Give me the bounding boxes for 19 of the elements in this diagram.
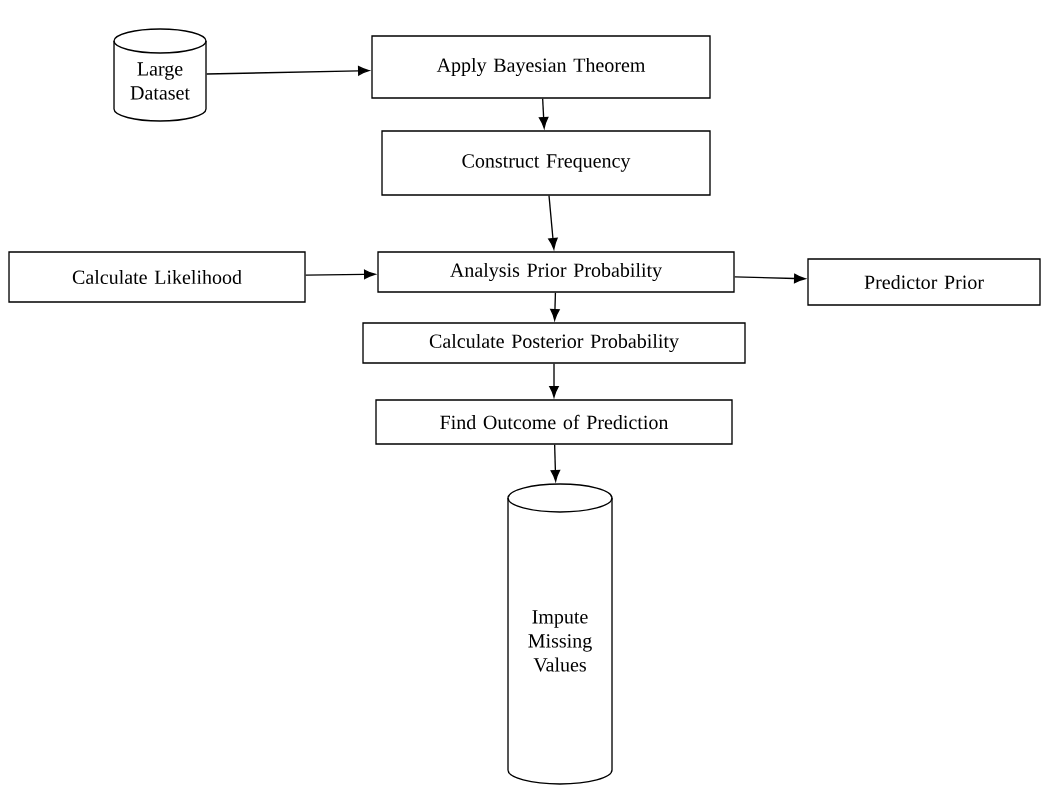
arrow bbox=[549, 363, 559, 398]
process-box: Analysis Prior Probability bbox=[377, 251, 735, 293]
arrow bbox=[538, 98, 549, 129]
process-box: Construct Frequency bbox=[381, 130, 711, 196]
process-box: Calculate Likelihood bbox=[8, 251, 306, 303]
process-box: Calculate Posterior Probability bbox=[362, 322, 746, 364]
arrow bbox=[548, 195, 558, 250]
arrow bbox=[206, 66, 370, 76]
arrow bbox=[550, 444, 561, 482]
process-box: Predictor Prior bbox=[807, 258, 1041, 306]
arrow bbox=[305, 269, 376, 280]
node-label: Impute Missing Values bbox=[528, 610, 592, 672]
process-box: Apply Bayesian Theorem bbox=[371, 35, 711, 99]
cylinder: Large Dataset bbox=[113, 28, 207, 122]
process-box: Find Outcome of Prediction bbox=[375, 399, 733, 445]
arrow bbox=[550, 292, 560, 321]
cylinder: Impute Missing Values bbox=[507, 483, 613, 785]
arrow bbox=[734, 273, 806, 284]
node-label: Large Dataset bbox=[130, 62, 190, 100]
